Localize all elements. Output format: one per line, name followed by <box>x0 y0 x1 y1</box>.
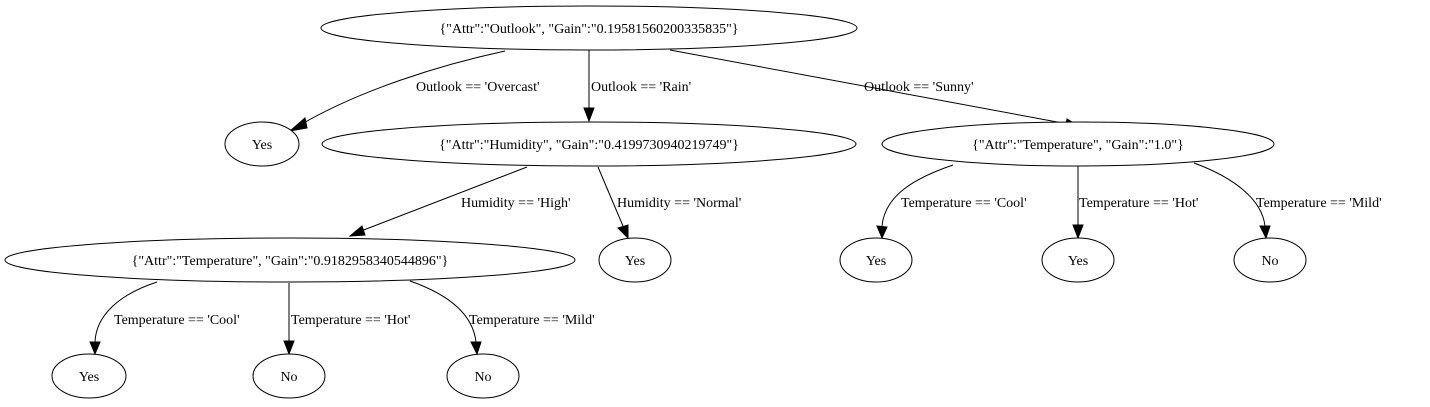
node-sunny-mild-no: No <box>1233 237 1307 283</box>
edge-sunny-cool: Temperature == 'Cool' <box>876 164 1027 240</box>
edge-label-rain: Outlook == 'Rain' <box>591 80 691 95</box>
node-high-temperature: {"Attr":"Temperature", "Gain":"0.9182958… <box>4 237 576 283</box>
node-high-hot-no-label: No <box>280 370 297 385</box>
node-sunny-temperature-label: {"Attr":"Temperature", "Gain":"1.0"} <box>972 138 1184 153</box>
node-root-label: {"Attr":"Outlook", "Gain":"0.19581560200… <box>439 22 738 37</box>
edge-high-cool: Temperature == 'Cool' <box>89 281 240 356</box>
edge-humidity-normal: Humidity == 'Normal' <box>597 166 741 240</box>
edge-label-sunny: Outlook == 'Sunny' <box>864 80 974 95</box>
node-sunny-temperature: {"Attr":"Temperature", "Gain":"1.0"} <box>881 121 1275 167</box>
edge-root-sunny: Outlook == 'Sunny' <box>669 49 1080 130</box>
edge-label-high-hot: Temperature == 'Hot' <box>291 313 410 328</box>
edge-root-overcast: Outlook == 'Overcast' <box>288 50 539 132</box>
node-high-mild-no: No <box>446 353 520 399</box>
edge-label-sunny-cool: Temperature == 'Cool' <box>901 196 1027 211</box>
node-high-cool-yes: Yes <box>51 353 127 399</box>
node-sunny-hot-yes: Yes <box>1041 237 1115 283</box>
node-normal-yes: Yes <box>598 237 672 283</box>
node-sunny-cool-yes: Yes <box>839 237 913 283</box>
edge-root-rain: Outlook == 'Rain' <box>583 50 691 123</box>
node-normal-yes-label: Yes <box>625 254 645 269</box>
node-high-cool-yes-label: Yes <box>79 370 99 385</box>
node-overcast-yes: Yes <box>224 121 300 167</box>
edge-high-hot: Temperature == 'Hot' <box>283 283 410 356</box>
node-root: {"Attr":"Outlook", "Gain":"0.19581560200… <box>320 5 858 51</box>
edge-label-sunny-hot: Temperature == 'Hot' <box>1079 196 1198 211</box>
edge-humidity-high: Humidity == 'High' <box>348 166 571 237</box>
edge-label-sunny-mild: Temperature == 'Mild' <box>1256 196 1382 211</box>
node-humidity-label: {"Attr":"Humidity", "Gain":"0.4199730940… <box>439 138 739 153</box>
node-sunny-hot-yes-label: Yes <box>1068 254 1088 269</box>
edge-label-overcast: Outlook == 'Overcast' <box>416 80 539 95</box>
edge-label-humidity-normal: Humidity == 'Normal' <box>617 196 741 211</box>
edge-sunny-hot: Temperature == 'Hot' <box>1072 166 1198 240</box>
edge-label-humidity-high: Humidity == 'High' <box>461 196 571 211</box>
node-high-temperature-label: {"Attr":"Temperature", "Gain":"0.9182958… <box>132 254 449 269</box>
edge-sunny-mild: Temperature == 'Mild' <box>1193 162 1382 240</box>
edge-label-high-mild: Temperature == 'Mild' <box>469 313 595 328</box>
node-sunny-cool-yes-label: Yes <box>866 254 886 269</box>
edge-label-high-cool: Temperature == 'Cool' <box>114 313 240 328</box>
node-overcast-yes-label: Yes <box>252 138 272 153</box>
node-high-hot-no: No <box>252 353 326 399</box>
edge-high-mild: Temperature == 'Mild' <box>409 280 595 356</box>
node-humidity: {"Attr":"Humidity", "Gain":"0.4199730940… <box>321 121 857 167</box>
node-high-mild-no-label: No <box>474 370 491 385</box>
node-sunny-mild-no-label: No <box>1261 254 1278 269</box>
